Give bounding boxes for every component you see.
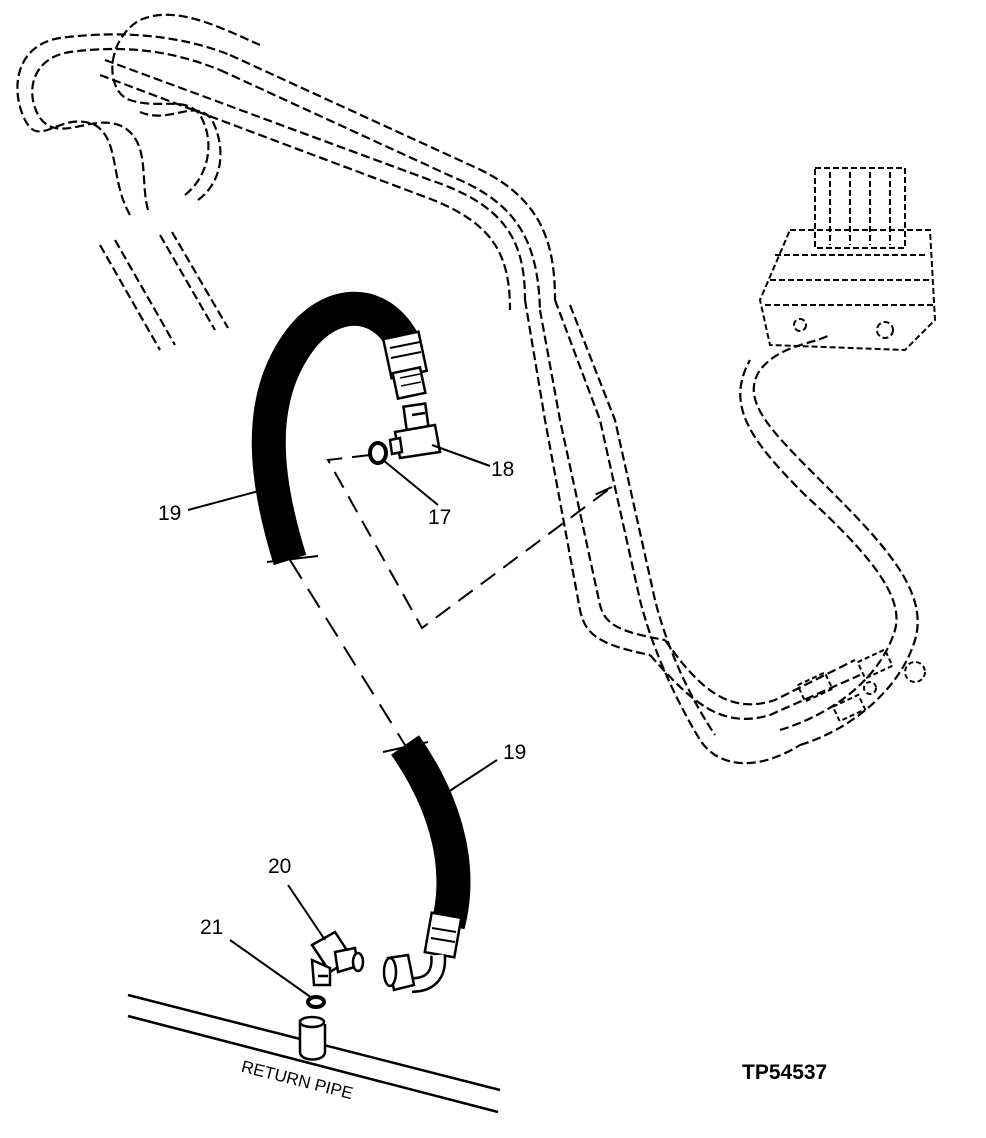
o-ring-17 xyxy=(368,441,388,465)
phantom-tube-assembly xyxy=(16,13,919,765)
callout-20: 20 xyxy=(268,855,292,878)
control-valve-phantom xyxy=(758,167,937,352)
o-ring-21 xyxy=(306,995,326,1009)
elbow-fitting-20 xyxy=(310,930,365,987)
callout-17: 17 xyxy=(428,506,452,529)
callout-19-lower: 19 xyxy=(503,741,527,764)
callout-18: 18 xyxy=(491,458,515,481)
figure-id: TP54537 xyxy=(742,1061,828,1084)
elbow-fitting-18 xyxy=(388,402,442,460)
callout-21: 21 xyxy=(200,916,224,939)
hose-19-lower xyxy=(382,735,471,993)
leader-lines xyxy=(187,444,498,999)
location-indicator xyxy=(326,454,613,630)
return-pipe xyxy=(127,993,501,1114)
phantom-fittings-right xyxy=(796,648,926,723)
hose-19-upper xyxy=(251,291,429,566)
hose-hidden-section xyxy=(289,559,406,746)
callout-19-upper: 19 xyxy=(158,502,182,525)
